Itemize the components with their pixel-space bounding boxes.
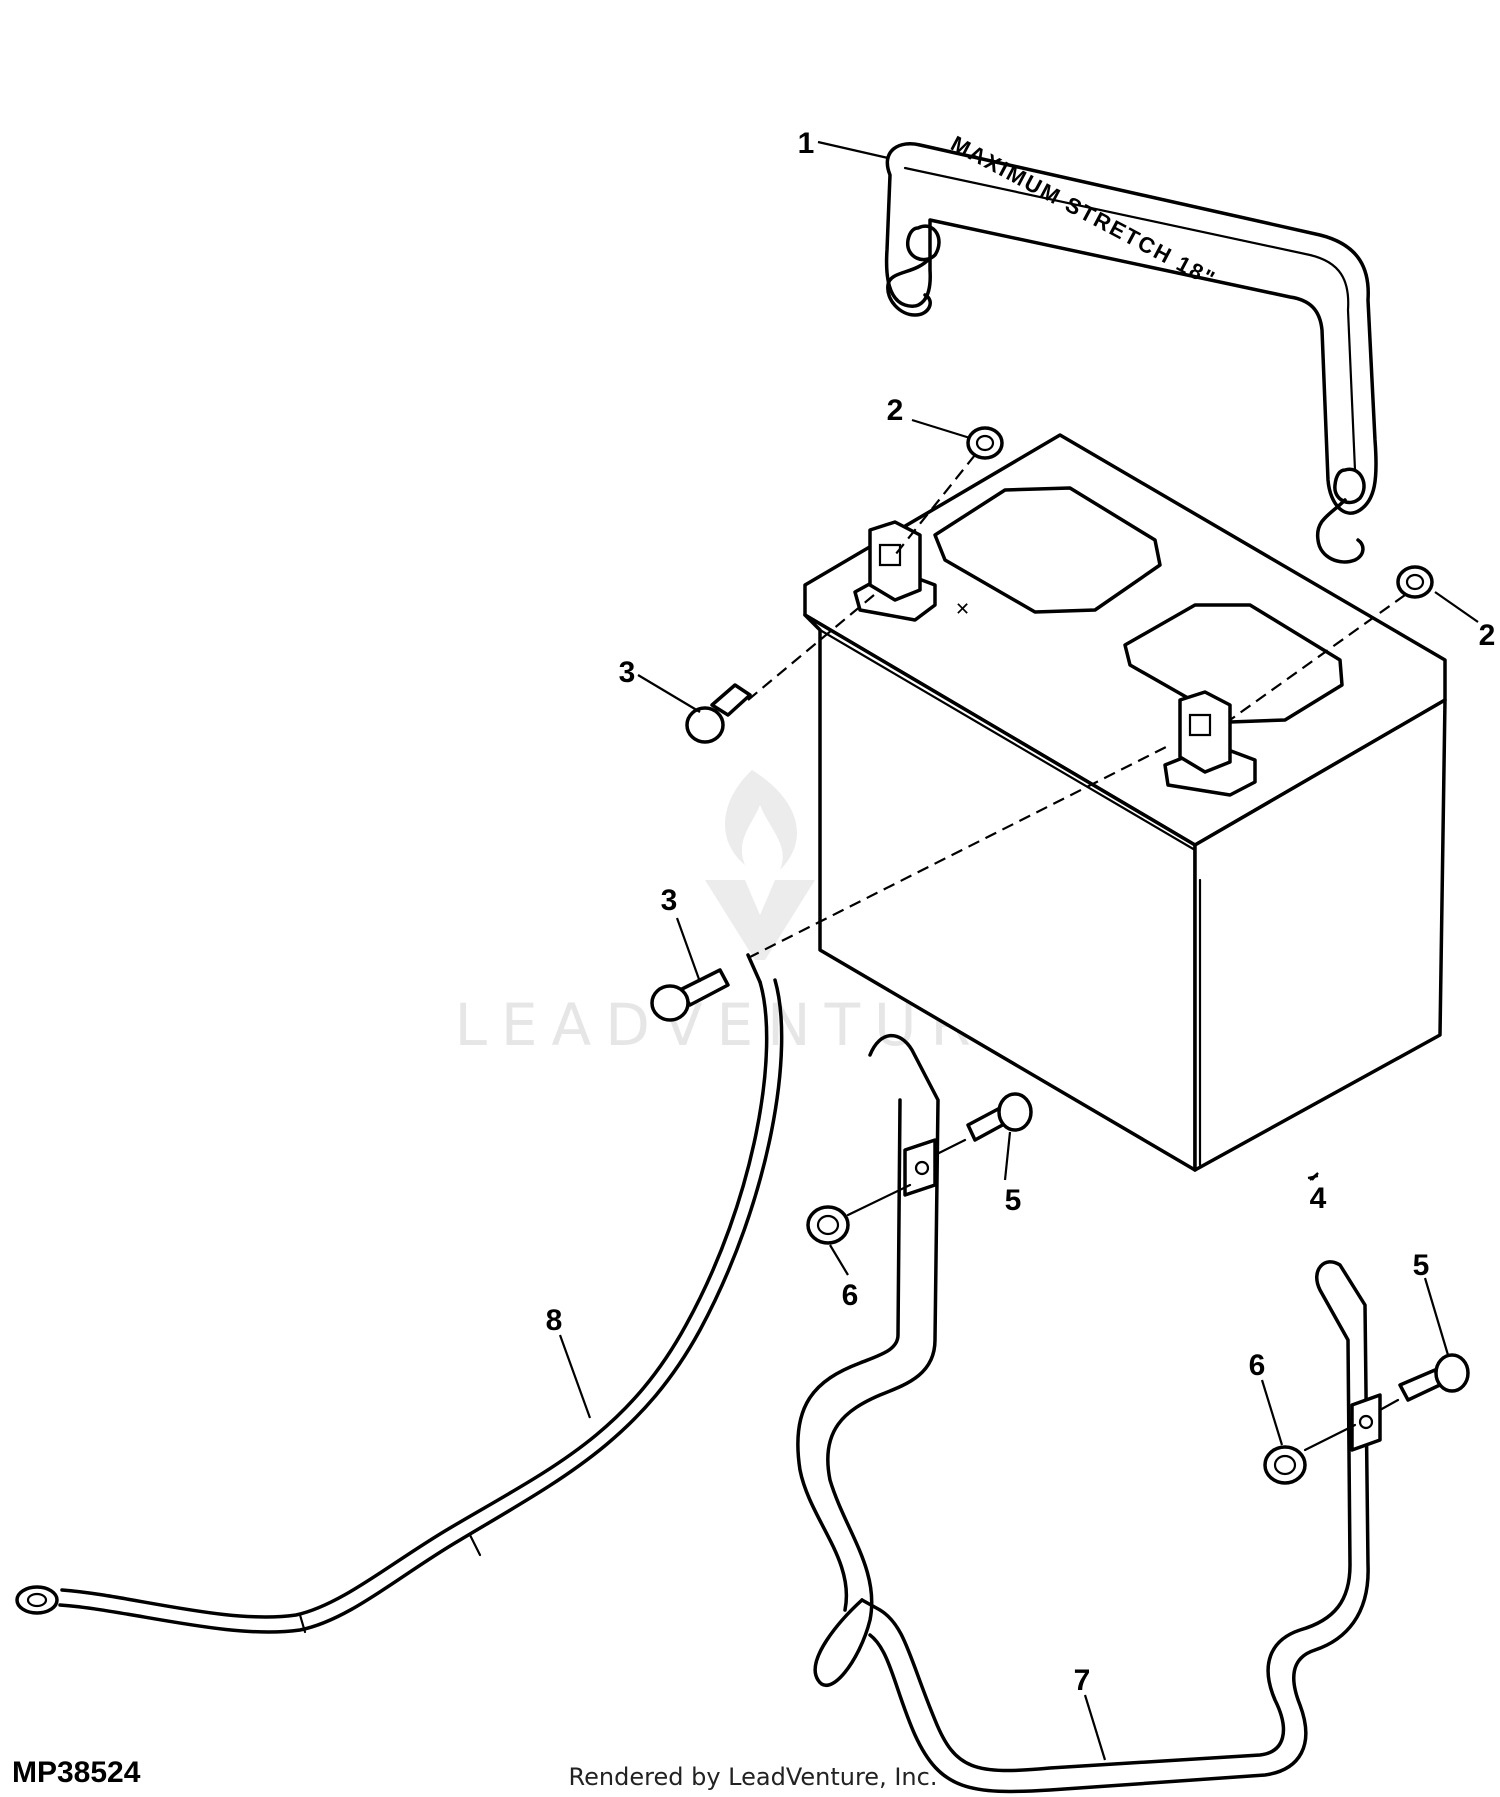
assembly-line <box>1303 1423 1357 1452</box>
assembly-line <box>846 1183 912 1217</box>
cap-screw-upper <box>685 683 752 744</box>
callout-8: 8 <box>546 1304 563 1337</box>
battery: ✕ <box>803 433 1447 1172</box>
nut-upper-left <box>966 426 1004 460</box>
leader-lines <box>558 140 1479 1761</box>
strap-text: MAXIMUM STRETCH 18" <box>947 131 1221 292</box>
nut-upper-right <box>1396 565 1434 599</box>
figure-id: MP38524 <box>12 1756 141 1789</box>
assembly-line <box>1229 594 1406 721</box>
battery-hold-down-rod <box>796 1033 1382 1794</box>
assembly-line <box>747 589 881 701</box>
svg-text:✕: ✕ <box>955 599 970 620</box>
callout-2-upper-left: 2 <box>887 394 904 427</box>
assembly-line <box>894 454 976 556</box>
nut-rod-upper <box>806 1205 850 1245</box>
negative-terminal <box>853 520 937 622</box>
credit-text: Rendered by LeadVenture, Inc. <box>569 1763 938 1791</box>
cap-screw-rod-lower <box>1398 1353 1470 1402</box>
positive-terminal <box>1163 690 1257 797</box>
callout-2-upper-right: 2 <box>1479 619 1496 652</box>
assembly-line <box>1378 1398 1400 1412</box>
callout-3-lower: 3 <box>661 884 678 917</box>
cap-screw-lower <box>650 968 730 1022</box>
ground-cable <box>15 953 784 1634</box>
nut-rod-lower <box>1263 1445 1307 1485</box>
callout-5-lower: 5 <box>1413 1249 1430 1282</box>
callout-4: 4 <box>1310 1182 1327 1215</box>
callout-5-upper: 5 <box>1005 1184 1022 1217</box>
callout-3-upper: 3 <box>619 656 636 689</box>
callout-1: 1 <box>798 127 815 160</box>
assembly-line <box>933 1138 967 1157</box>
assembly-line <box>747 744 1171 959</box>
callout-6-lower: 6 <box>1249 1349 1266 1382</box>
callout-6-upper: 6 <box>842 1279 859 1312</box>
cap-screw-rod-upper <box>966 1092 1033 1142</box>
callout-7: 7 <box>1074 1664 1091 1697</box>
